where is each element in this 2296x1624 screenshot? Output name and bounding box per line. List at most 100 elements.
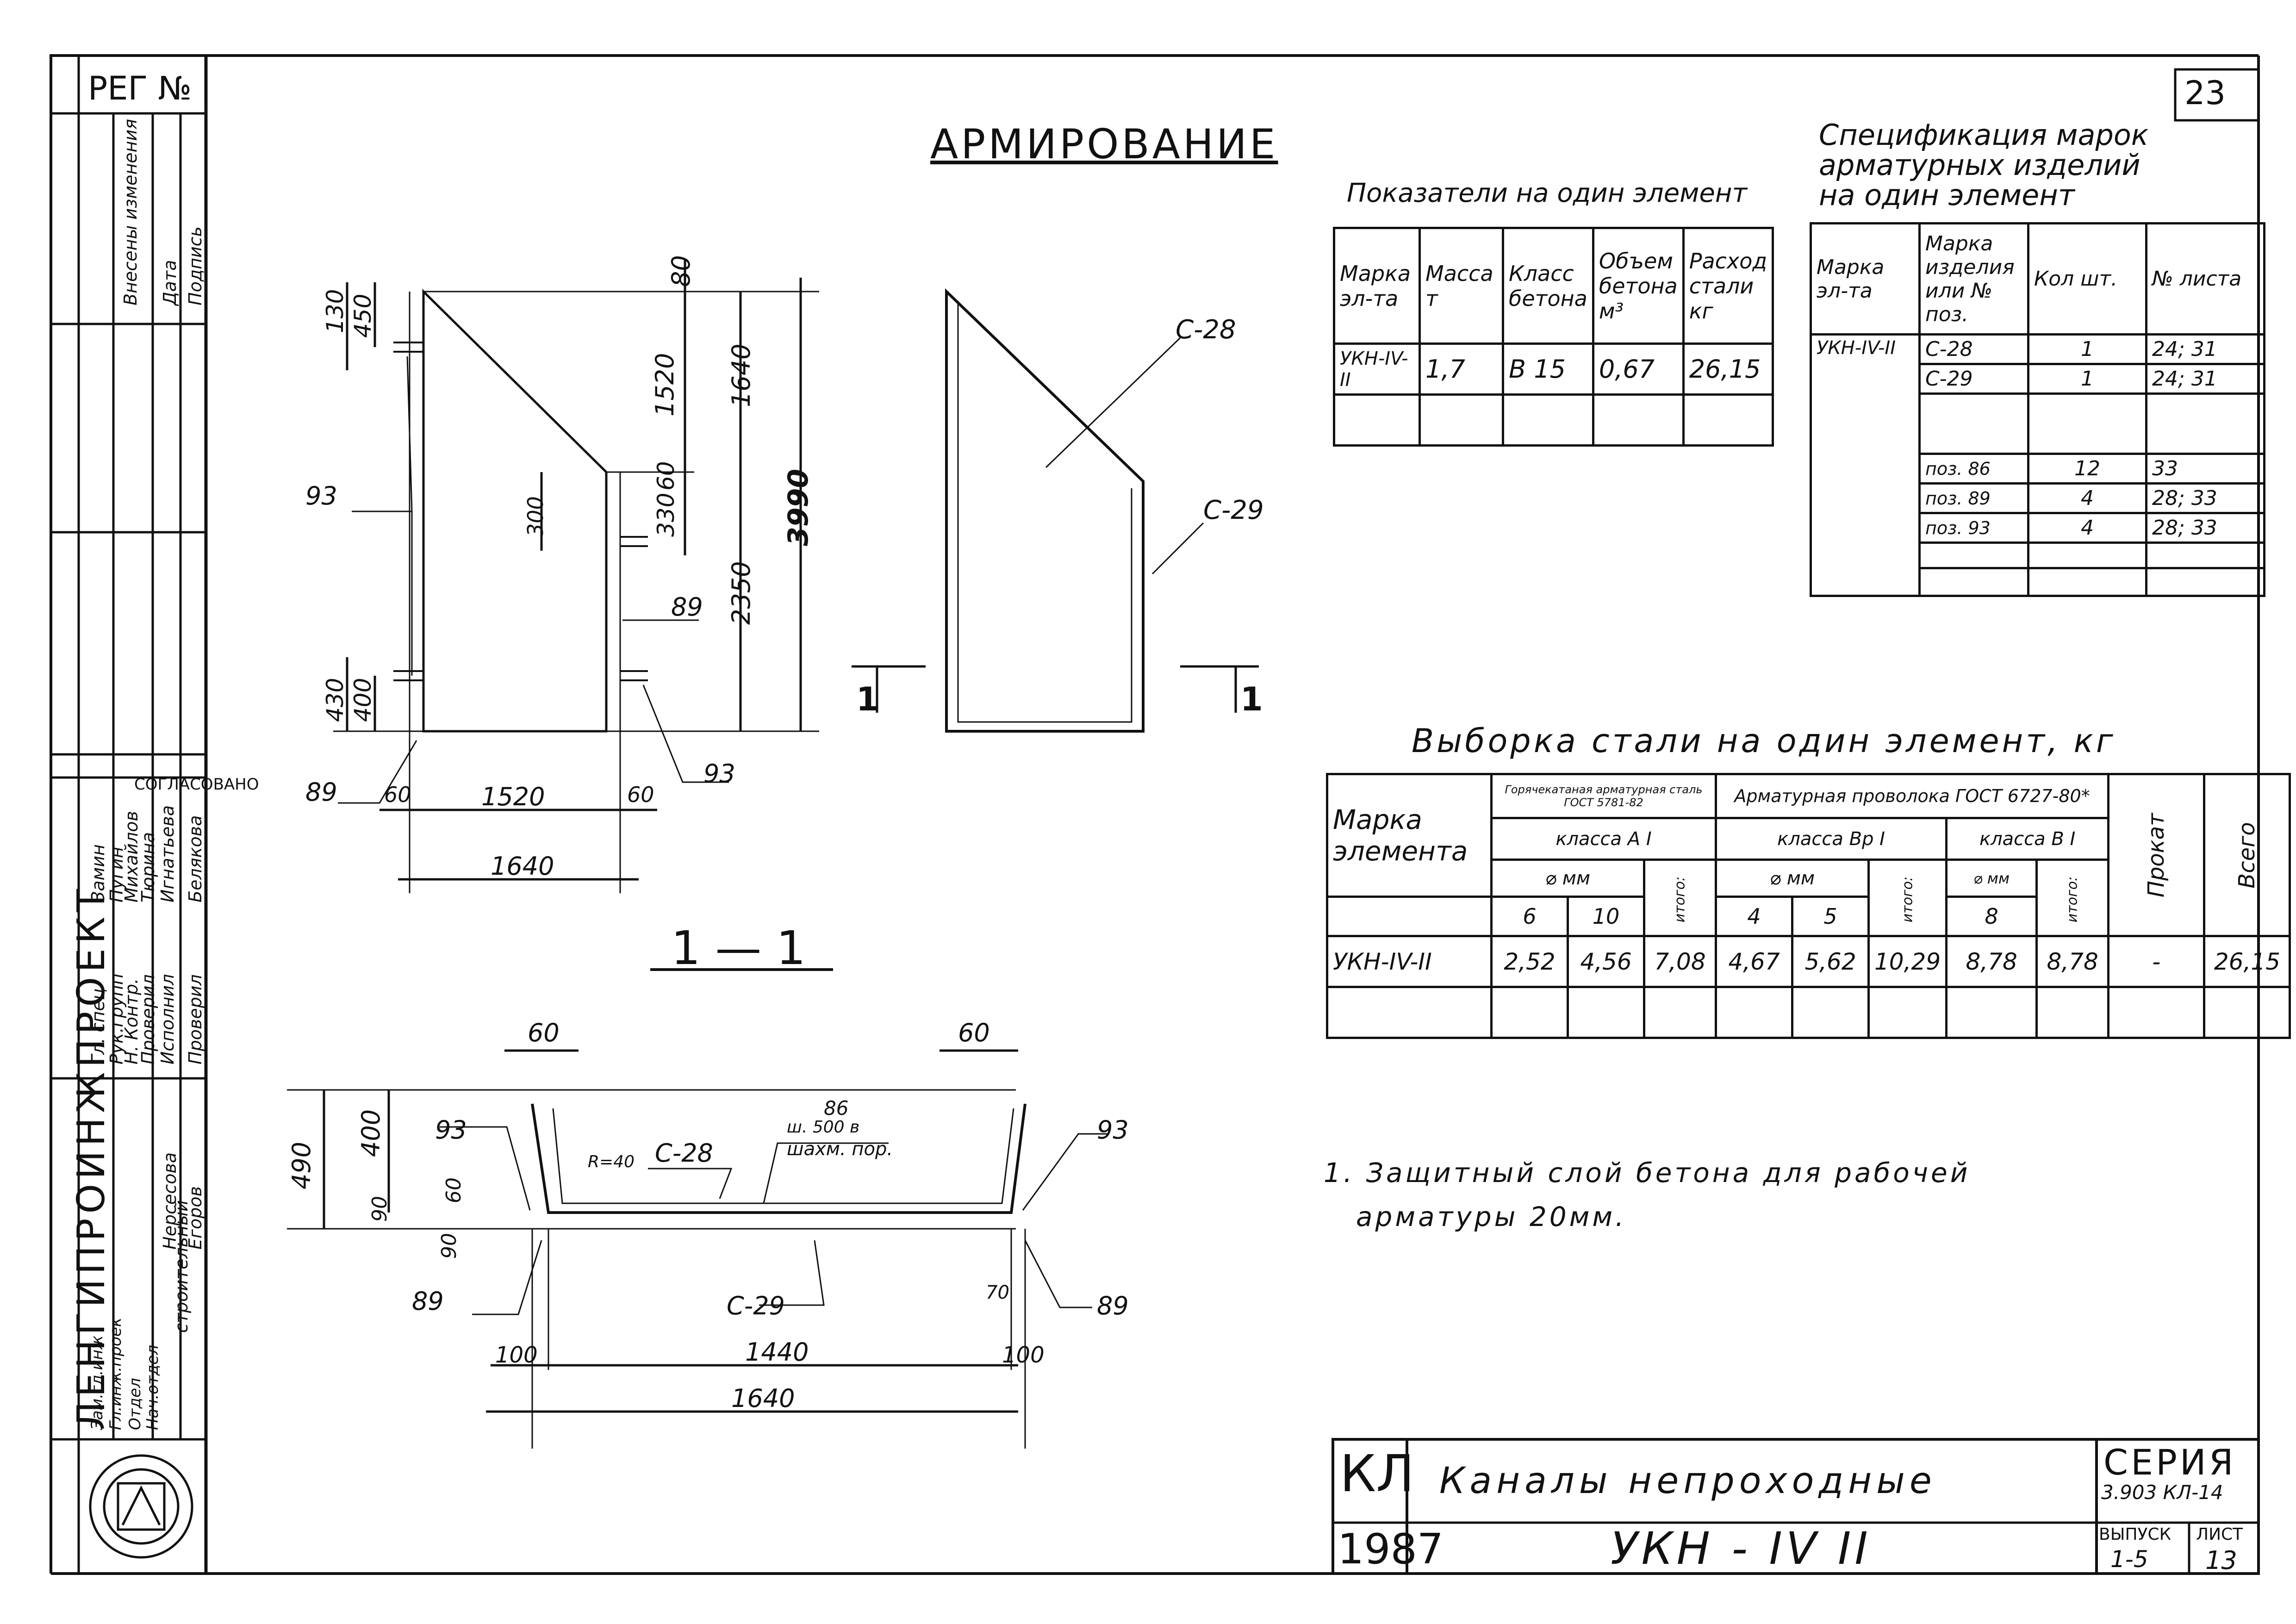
cut-mark-left: 1 [856, 680, 879, 718]
tb-series-label: СЕРИЯ [2103, 1442, 2236, 1483]
steel-row-bp1-5: 5,62 [1791, 935, 1870, 988]
spec-item-6: поз. 93 [1918, 512, 2029, 544]
sec-dim-490: 490 [287, 1141, 316, 1189]
label-c29-side: С-29 [1203, 495, 1264, 525]
steel-h-vsego: Всего [2203, 773, 2291, 937]
tb-issue-label: ВЫПУСК [2099, 1525, 2172, 1544]
steel-h-dia-bp: ⌀ мм [1715, 859, 1870, 898]
sec-dim-1640: 1640 [731, 1384, 795, 1413]
spec-h-sheet: № листа [2145, 222, 2265, 336]
dim-3990: 3990 [782, 469, 815, 546]
ind-h-steel: Расход стали кг [1682, 227, 1774, 345]
steel-d-10: 10 [1567, 896, 1645, 937]
ind-h-class: Класс бетона [1502, 227, 1594, 345]
sec-label-c29: С-29 [727, 1291, 785, 1320]
sec-dim-90-a: 90 [368, 1196, 392, 1222]
spec-item-2: С-29 [1918, 363, 2029, 395]
sec-label-93-r: 93 [1097, 1115, 1129, 1145]
tb-sheet-label: ЛИСТ [2196, 1525, 2243, 1544]
dim-1520-v: 1520 [650, 353, 679, 417]
spec-qty-6: 4 [2027, 512, 2147, 544]
steel-h-vsego-text: Всего [2234, 821, 2260, 889]
label-93-b: 93 [703, 759, 735, 788]
dim-60-b1: 60 [384, 782, 411, 807]
role-1: Гл. спец [88, 988, 108, 1064]
sec-radius: R=40 [588, 1152, 635, 1171]
steel-h-group2: Арматурная проволока ГОСТ 6727-80* [1714, 773, 2110, 819]
steel-row-bp1-total: 10,29 [1867, 935, 1948, 988]
tb-sheet-value: 13 [2205, 1546, 2237, 1575]
ind-cell-mass: 1,7 [1419, 342, 1504, 396]
tb-code: КЛ [1340, 1444, 1414, 1503]
sec-label-93-l: 93 [435, 1115, 467, 1145]
spec-caption-1: Спецификация марок [1819, 118, 2149, 152]
label-93-a: 93 [305, 481, 337, 510]
spec-sheet-8 [2145, 567, 2265, 597]
steel-row-b1-total: 8,78 [2035, 935, 2110, 988]
changes-header: Внесены изменения [120, 118, 141, 305]
ind-h-mass: Масса т [1419, 227, 1504, 345]
ind-cell-mark: УКН-IV-II [1333, 342, 1421, 396]
steel-row-bp1-4: 4,67 [1715, 935, 1793, 988]
note-line-2: арматуры 20мм. [1356, 1201, 1627, 1232]
spec-sheet-7 [2145, 541, 2265, 569]
steel-h-class-bp1: класса Вр I [1714, 817, 1948, 861]
dim-430: 430 [322, 678, 348, 722]
spec-h-item: Марка изделия или № поз. [1918, 222, 2029, 336]
label-c28-side: С-28 [1176, 315, 1236, 345]
spec-sheet-3 [2145, 392, 2265, 455]
dim-130: 130 [322, 289, 348, 333]
steel-row-total: 26,15 [2203, 935, 2291, 988]
tb-issue-value: 1-5 [2110, 1546, 2148, 1573]
steel-row-a1-10: 4,56 [1567, 935, 1645, 988]
steel-row-prokat: - [2107, 935, 2206, 988]
sec-dim-90-b: 90 [437, 1233, 461, 1259]
spec-table: Марка эл-та Марка изделия или № поз. Кол… [1810, 222, 2265, 597]
tb-series-value: 3.903 КЛ-14 [2101, 1481, 2223, 1504]
steel-row-a1-total: 7,08 [1643, 935, 1717, 988]
spec-sheet-4: 33 [2145, 453, 2265, 485]
sec-label-89-r: 89 [1097, 1291, 1129, 1320]
sec-dim-70: 70 [986, 1282, 1009, 1303]
sec-pitch-step: ш. 500 в [787, 1118, 860, 1137]
section-label: 1 — 1 [671, 921, 806, 975]
spec-sheet-1: 24; 31 [2145, 333, 2265, 365]
steel-h-group1: Горячекатаная арматурная сталь ГОСТ 5781… [1490, 773, 1717, 819]
steel-h-itogo-bp-text: итого: [1899, 876, 1916, 923]
sec-dim-60-r: 60 [958, 1018, 990, 1047]
tb-mark: УКН - IV II [1611, 1523, 1872, 1574]
name-5: Игнатьева [157, 805, 178, 902]
role-5: Исполнил [157, 974, 178, 1064]
name-1: Замин [88, 844, 108, 902]
sec-label-89-l: 89 [412, 1287, 444, 1316]
dim-60-v: 60 [653, 461, 679, 491]
steel-row-a1-6: 2,52 [1490, 935, 1569, 988]
steel-h-prokat-text: Прокат [2143, 813, 2170, 897]
steel-h-itogo-b: итого: [2035, 859, 2110, 937]
dim-330: 330 [653, 492, 679, 537]
role2-2: Гл.инж.проек [106, 1317, 125, 1430]
spec-qty-1: 1 [2027, 333, 2147, 365]
sec-pitch-order: шахм. пор. [787, 1139, 893, 1160]
spec-caption-2: арматурных изделий [1819, 148, 2140, 182]
role-6: Проверил [185, 974, 205, 1064]
steel-h-dia-a: ⌀ мм [1490, 859, 1645, 898]
spec-item-7 [1918, 541, 2029, 569]
ind-cell-steel: 26,15 [1682, 342, 1774, 396]
spec-mark: УКН-IV-II [1810, 333, 1921, 597]
steel-h-blank [1326, 896, 1493, 937]
steel-h-dia-b: ⌀ мм [1945, 859, 2038, 898]
dim-1520-h: 1520 [481, 782, 545, 811]
role2-4: Нач.отдел [143, 1344, 162, 1430]
ind-h-volume: Объем бетона м³ [1592, 227, 1685, 345]
spec-item-1: С-28 [1918, 333, 2029, 365]
dim-1640-h: 1640 [491, 852, 554, 881]
sheet-number: 23 [2184, 74, 2226, 112]
spec-qty-5: 4 [2027, 482, 2147, 514]
dim-1640-v: 1640 [727, 343, 756, 407]
spec-sheet-6: 28; 33 [2145, 512, 2265, 544]
cut-mark-right: 1 [1240, 680, 1263, 718]
spec-qty-4: 12 [2027, 453, 2147, 485]
steel-d-4: 4 [1715, 896, 1793, 937]
spec-h-qty: Кол шт. [2027, 222, 2147, 336]
